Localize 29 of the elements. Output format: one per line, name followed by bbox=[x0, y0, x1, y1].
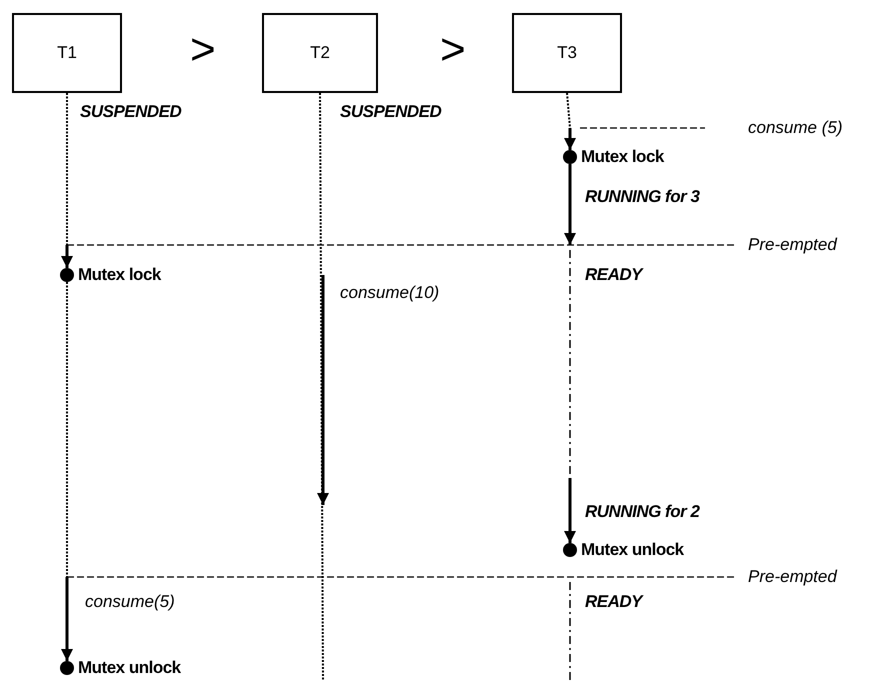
lifeline bbox=[66, 282, 68, 577]
arrow bbox=[61, 245, 73, 268]
state-label: RUNNING for 3 bbox=[585, 187, 700, 207]
state-label: SUSPENDED bbox=[340, 102, 442, 122]
state-label: RUNNING for 2 bbox=[585, 502, 700, 522]
arrow bbox=[564, 128, 576, 150]
event-label: Mutex unlock bbox=[78, 658, 181, 678]
event-label: Pre-empted bbox=[748, 235, 837, 255]
arrow bbox=[564, 164, 576, 245]
lifeline bbox=[66, 93, 68, 245]
thread-box: T3 bbox=[512, 13, 622, 93]
thread-box: T2 bbox=[262, 13, 378, 93]
event-label: Mutex unlock bbox=[581, 540, 684, 560]
event-label: Mutex lock bbox=[581, 147, 664, 167]
event-label: Pre-empted bbox=[748, 567, 837, 587]
lifeline bbox=[319, 93, 324, 680]
lifeline bbox=[566, 92, 571, 128]
event-label: consume(5) bbox=[85, 592, 175, 612]
state-label: SUSPENDED bbox=[80, 102, 182, 122]
thread-box: T1 bbox=[12, 13, 122, 93]
arrow bbox=[564, 478, 576, 543]
event-label: consume(10) bbox=[340, 283, 440, 303]
event-label: consume (5) bbox=[748, 118, 842, 138]
arrow bbox=[61, 577, 73, 661]
event-label: Mutex lock bbox=[78, 265, 161, 285]
state-label: READY bbox=[585, 592, 642, 612]
state-label: READY bbox=[585, 265, 642, 285]
priority-sign: > bbox=[440, 28, 466, 72]
priority-sign: > bbox=[190, 28, 216, 72]
